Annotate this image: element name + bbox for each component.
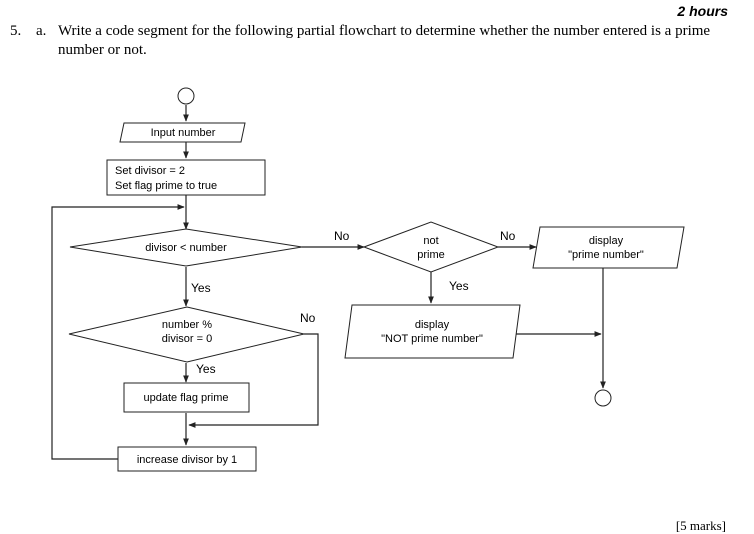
modulus-line1: number % [162,319,212,331]
question-part: a. [36,23,47,39]
not-prime-diamond: not prime [362,221,500,273]
notprime-no-label: No [500,229,516,243]
question-text: Write a code segment for the following p… [58,23,711,58]
notprime-yes-label: Yes [449,279,469,293]
loop-condition-label: divisor < number [145,242,227,254]
modulus-no-label: No [300,311,316,325]
display-prime-line1: display [589,235,624,247]
marks-label: [5 marks] [675,518,726,533]
update-flag-box: update flag prime [123,382,250,413]
input-number-label: Input number [151,127,216,139]
init-process-box: Set divisor = 2 Set flag prime to true [106,159,266,196]
display-prime-line2: "prime number" [568,249,644,261]
display-prime-box: display "prime number" [532,226,685,269]
question-number: 5. [10,23,22,39]
not-prime-line2: prime [417,249,445,261]
init-line1: Set divisor = 2 [115,165,185,177]
init-line2: Set flag prime to true [115,180,217,192]
loop-yes-label: Yes [191,281,211,295]
modulus-yes-label: Yes [196,362,216,376]
increase-divisor-label: increase divisor by 1 [137,454,237,466]
update-flag-label: update flag prime [144,392,229,404]
display-not-prime-line1: display [415,319,450,331]
loop-no-label: No [334,229,350,243]
increase-divisor-box: increase divisor by 1 [117,446,257,472]
loop-condition-diamond: divisor < number [69,228,303,267]
end-terminal [594,389,612,407]
modulus-condition-diamond: number % divisor = 0 [68,306,305,363]
input-number-box: Input number [119,122,246,143]
display-not-prime-box: display "NOT prime number" [344,304,521,359]
start-terminal [177,87,195,105]
exam-duration: 2 hours [677,3,728,19]
modulus-line2: divisor = 0 [162,333,212,345]
flow-connectors [51,105,606,460]
not-prime-line1: not [423,235,438,247]
display-not-prime-line2: "NOT prime number" [381,333,483,345]
